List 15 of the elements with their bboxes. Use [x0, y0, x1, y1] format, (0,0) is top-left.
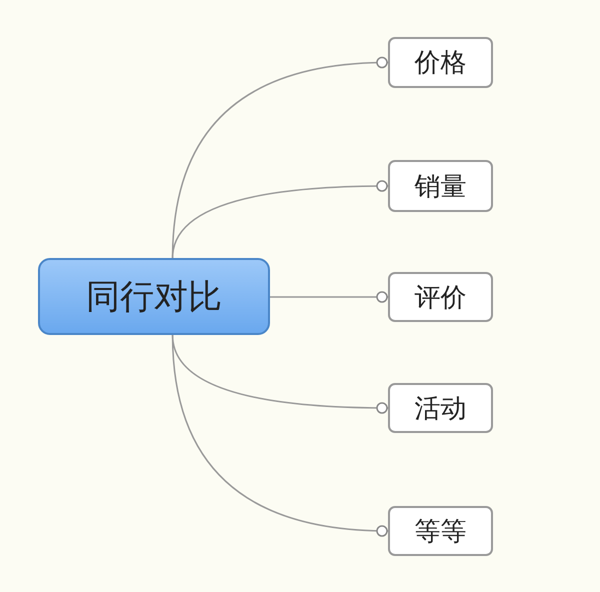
node-label: 同行对比 [86, 276, 222, 318]
connector-line [172, 180, 388, 258]
subtopic-box [388, 160, 493, 212]
subtopic-box [388, 506, 493, 556]
node-label: 等等 [414, 516, 466, 548]
connector-line [172, 334, 388, 536]
subtopic-box [388, 383, 493, 433]
node-label: 评价 [414, 282, 466, 314]
topic-box [38, 258, 270, 335]
connector-line [270, 291, 388, 303]
node-label: 销量 [414, 170, 466, 204]
subtopic-box [388, 37, 493, 88]
node-label: 活动 [414, 392, 466, 426]
node-label: 价格 [414, 47, 466, 80]
subtopic-box [388, 272, 493, 322]
